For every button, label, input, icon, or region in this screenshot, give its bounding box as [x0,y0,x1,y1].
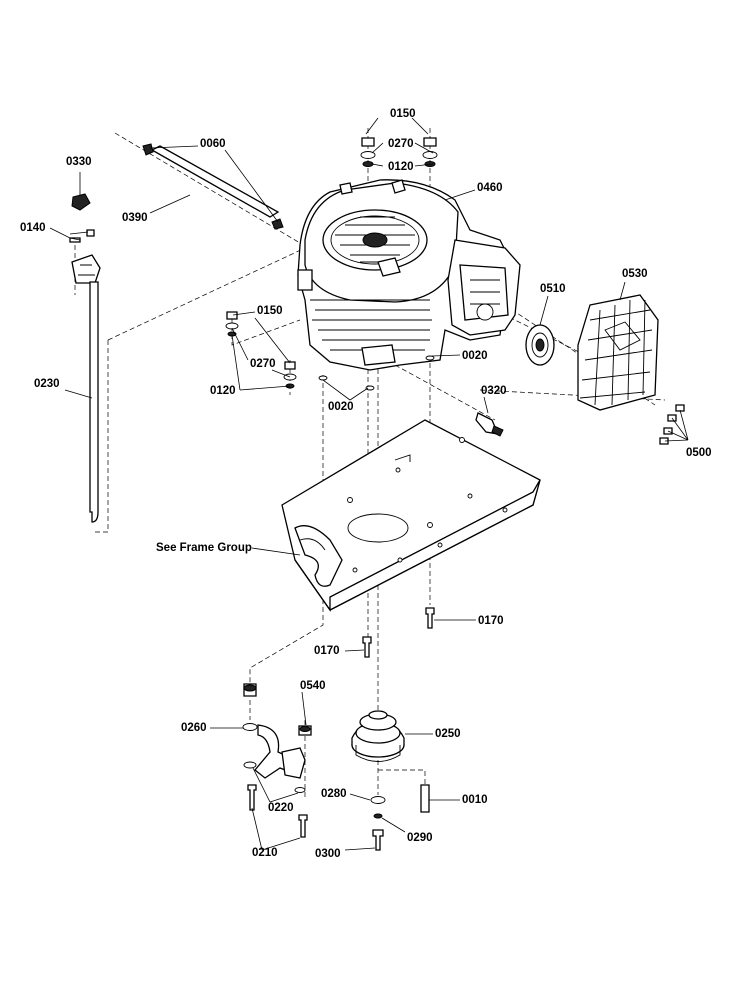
callout-see-frame-group: See Frame Group [156,542,252,554]
tube-bolt [69,229,95,243]
callout-0300: 0300 [315,848,341,860]
engine [297,179,521,371]
callout-0020-left: 0020 [328,401,354,413]
callout-0150-top: 0150 [390,108,416,120]
muffler [525,324,555,366]
callout-0540: 0540 [300,680,326,692]
callout-0230: 0230 [34,378,60,390]
top-fasteners [360,137,438,167]
pulley-assembly [351,710,430,851]
callout-0020-right: 0020 [462,350,488,362]
callout-0290: 0290 [407,832,433,844]
callout-0170-right: 0170 [478,615,504,627]
callout-0060: 0060 [200,138,226,150]
callout-0260: 0260 [181,722,207,734]
leader-lines [49,117,689,851]
callout-0170-left: 0170 [314,645,340,657]
callout-0530: 0530 [622,268,648,280]
callout-0320: 0320 [481,385,507,397]
washers-0020 [318,355,435,391]
fitting-0320 [475,412,504,437]
callout-0150-side: 0150 [257,305,283,317]
callout-0210: 0210 [252,847,278,859]
idler-assembly [242,683,312,838]
callout-0010: 0010 [462,794,488,806]
bolts-0170 [362,607,435,658]
callout-0120-side: 0120 [210,385,236,397]
callout-0460: 0460 [477,182,503,194]
callout-0390: 0390 [122,212,148,224]
dipstick-cap [71,193,91,211]
callout-0500: 0500 [686,447,712,459]
callout-0270-side: 0270 [250,358,276,370]
callout-0280: 0280 [321,788,347,800]
dipstick-tube [71,254,101,523]
callout-0270-top: 0270 [388,138,414,150]
side-fasteners [225,311,297,389]
callout-0330: 0330 [66,156,92,168]
callout-0140: 0140 [20,222,46,234]
frame [281,419,541,613]
rod-assembly [142,143,284,230]
callout-0510: 0510 [540,283,566,295]
callout-0220: 0220 [268,802,294,814]
callout-0120-top: 0120 [388,161,414,173]
callout-0250: 0250 [435,728,461,740]
muffler-guard [577,294,659,411]
